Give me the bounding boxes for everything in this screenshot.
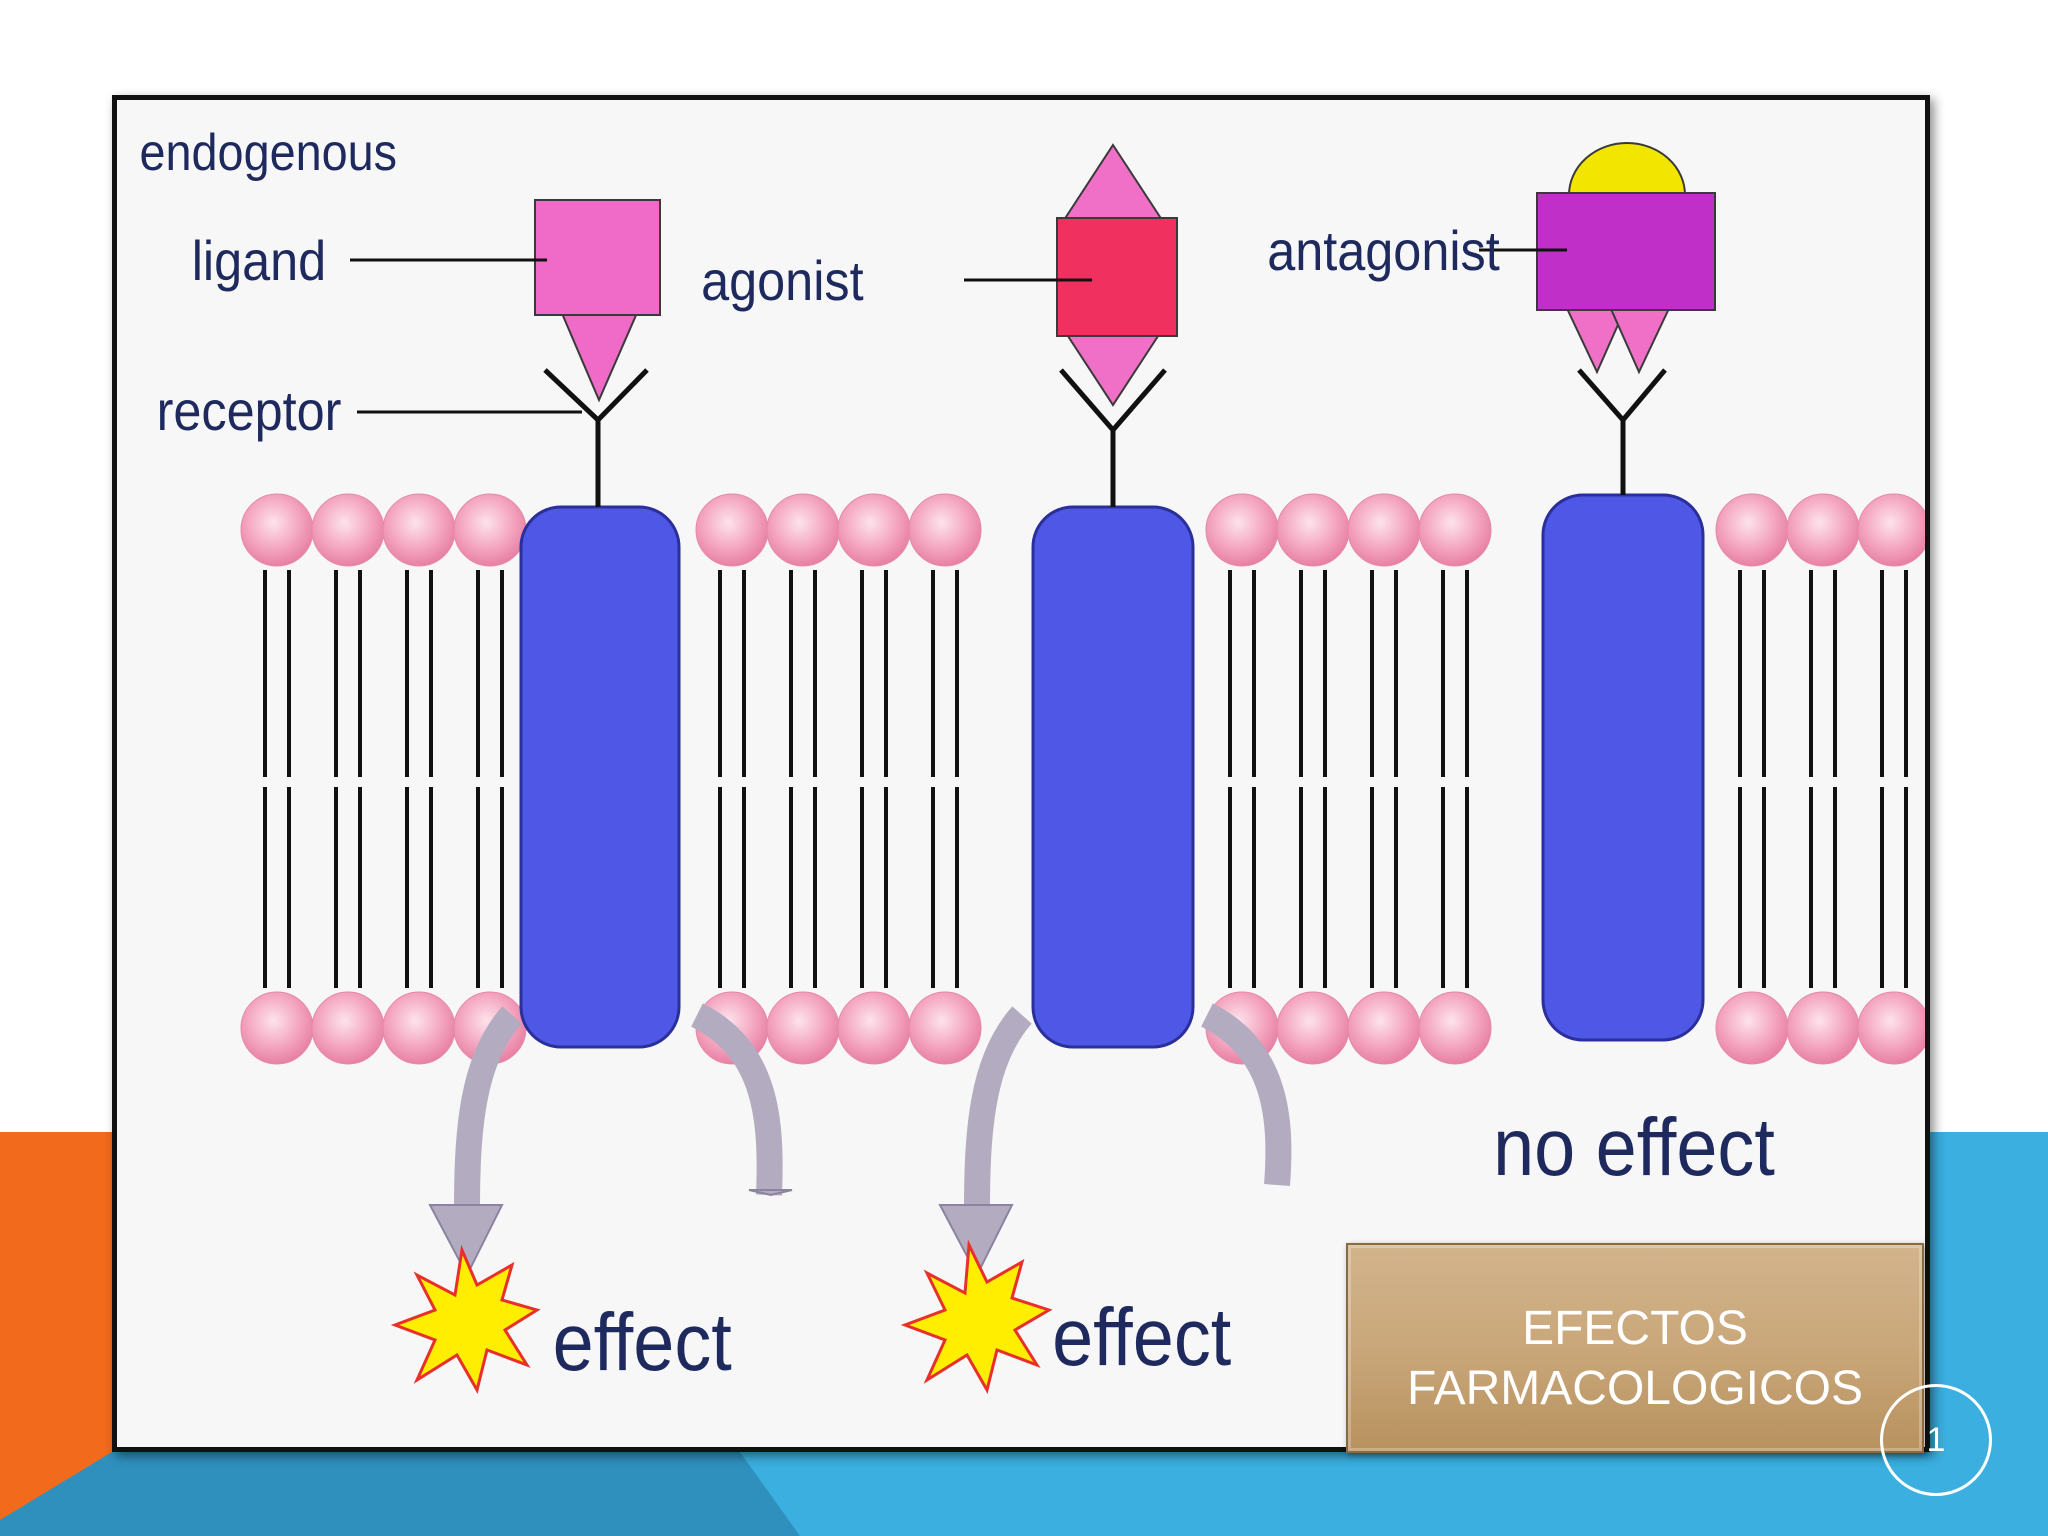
lipid-head [311,493,385,567]
signal-arrows [454,1003,1292,1211]
agonist-top-triangle [1062,143,1164,221]
lipid-head [908,493,982,567]
signal-arrow-right-2 [1200,1003,1292,1186]
lipid-head [1418,991,1492,1065]
lipid-head [1347,991,1421,1065]
lipid-head [1857,991,1925,1065]
lipid-head [1786,991,1860,1065]
lipid-head [1347,493,1421,567]
label-no-effect: no effect [1493,1100,1775,1193]
signal-arrow-left-2 [964,1006,1032,1211]
dark-blue-accent-bottom [0,1452,800,1536]
orange-accent-bar [0,1132,112,1536]
effect-burst-2 [900,1239,1053,1394]
lipid-head [1205,493,1279,567]
antagonist-molecule [1536,142,1716,375]
figure-frame: endogenous ligand receptor agonist antag… [112,95,1930,1452]
lipid-head [908,991,982,1065]
lipid-head [240,991,314,1065]
lipid-heads [240,493,1925,1065]
receptor-y-1 [543,368,649,424]
ligand-square [534,199,661,316]
receptor-protein-2 [1031,505,1195,1049]
label-antagonist: antagonist [1267,221,1500,283]
lipid-head [453,493,527,567]
lipid-head [766,991,840,1065]
lipid-head [311,991,385,1065]
label-effect-2: effect [1052,1290,1231,1383]
lipid-head [382,493,456,567]
receptor-protein-1 [519,505,681,1049]
signal-arrow-right-1 [690,1003,783,1196]
lipid-head [766,493,840,567]
receptor-y-2 [1059,368,1167,434]
arrow-head-1 [428,1204,504,1278]
lipid-head [1418,493,1492,567]
lipid-head [695,493,769,567]
lipid-head [240,493,314,567]
label-pointer-lines [350,248,1567,414]
effect-burst-1 [390,1244,541,1394]
label-receptor: receptor [157,381,342,443]
page-number-circle: 1 [1880,1384,1992,1496]
lipid-head [382,991,456,1065]
page-number: 1 [1926,1420,1946,1459]
receptor-y-3 [1577,368,1667,424]
caption-box: EFECTOS FARMACOLOGICOS [1346,1243,1924,1453]
caption-text: EFECTOS FARMACOLOGICOS [1406,1302,1864,1415]
receptor-proteins [519,493,1705,1049]
arrow-head-3 [748,1189,793,1197]
lipid-head [1786,493,1860,567]
agonist-square [1056,217,1178,337]
lipid-head [837,493,911,567]
signal-arrow-left-1 [454,1006,522,1211]
receptor-diagram: endogenous ligand receptor agonist antag… [140,124,1925,1394]
lipid-head [1857,493,1925,567]
lipid-head [1715,991,1789,1065]
effect-bursts [390,1239,1053,1394]
agonist-molecule [1056,143,1178,407]
label-ligand: ligand [192,231,327,293]
receptor-stalks [543,368,1667,507]
receptor-protein-3 [1541,493,1705,1042]
lipid-head [1276,991,1350,1065]
endogenous-ligand [534,199,661,403]
lipid-head [837,991,911,1065]
signal-arrow-heads [428,1189,1014,1278]
arrow-head-2 [938,1204,1014,1278]
lipid-head [1276,493,1350,567]
label-agonist: agonist [701,251,864,313]
lipid-head [1715,493,1789,567]
antagonist-cap [1567,142,1687,196]
label-endogenous: endogenous [140,124,398,182]
blue-accent-bottom [740,1452,1930,1536]
label-effect-1: effect [553,1295,732,1388]
